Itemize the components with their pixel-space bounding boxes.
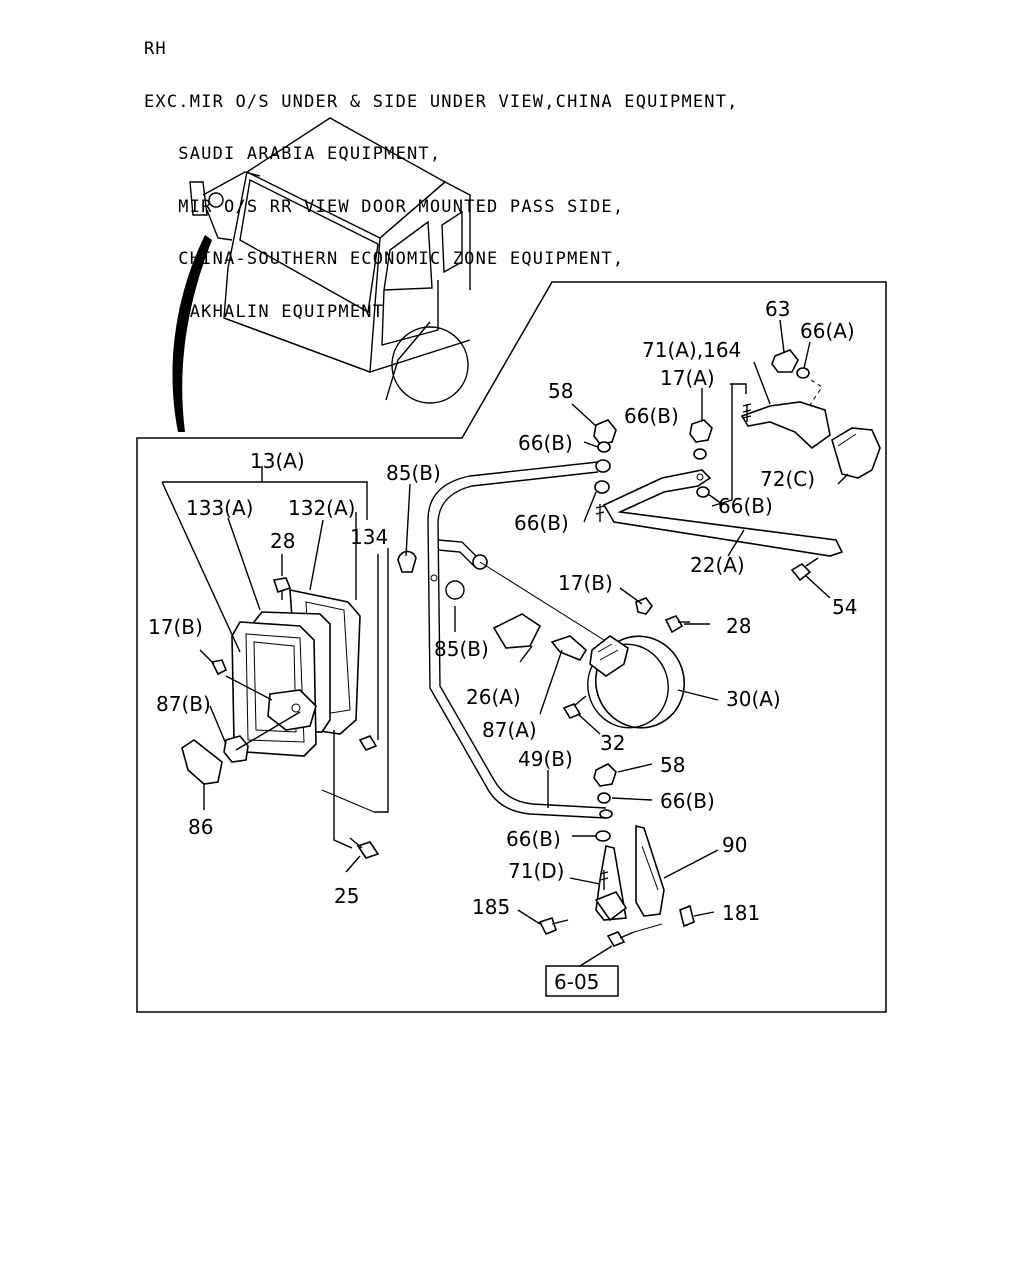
callout-63: 63 [765,297,790,321]
callout-58-top: 58 [548,379,573,403]
callout-30a: 30(A) [726,687,781,711]
callout-66b-lower-left: 66(B) [506,827,561,851]
header-line-exc: EXC.MIR O/S UNDER & SIDE UNDER VIEW,CHIN… [144,91,739,112]
mount-brackets [538,824,695,947]
callout-66b-lower-right: 66(B) [660,789,715,813]
callout-66a: 66(A) [800,319,855,343]
reference-6-05: 6-05 [554,970,599,994]
callout-17b-left: 17(B) [148,615,203,639]
reference-box [545,965,619,997]
callout-181: 181 [722,901,760,925]
callout-87a: 87(A) [482,718,537,742]
mirror-stay [397,461,613,819]
callout-185: 185 [472,895,510,919]
truck-cab-overview [172,117,471,432]
callout-22a: 22(A) [690,553,745,577]
callout-26a: 26(A) [466,685,521,709]
header-line-china-south: CHINA-SOUTHERN ECONOMIC ZONE EQUIPMENT, [144,249,625,269]
callout-28-right: 28 [726,614,751,638]
callout-32: 32 [600,731,625,755]
header-line-rh: RH [144,39,167,59]
callout-132a: 132(A) [288,496,355,520]
round-mirror-assembly [492,597,690,729]
callout-66b-upper-right: 66(B) [624,404,679,428]
lower-nut-washers [593,763,617,842]
rect-mirror-assembly [181,577,380,859]
callout-leaders [161,319,849,967]
callout-72c: 72(C) [760,467,815,491]
callout-66b-upper-left: 66(B) [518,431,573,455]
callout-85b-lower: 85(B) [434,637,489,661]
callout-17a: 17(A) [660,366,715,390]
callout-134: 134 [350,525,388,549]
callout-133a: 133(A) [186,496,253,520]
callout-85b-upper: 85(B) [386,461,441,485]
callout-71a-164: 71(A),164 [642,338,741,362]
callout-28-left: 28 [270,529,295,553]
callout-49b: 49(B) [518,747,573,771]
callout-90: 90 [722,833,747,857]
header-line-sakhalin: SAKHALIN EQUIPMENT [144,301,385,322]
detail-frame [136,281,887,1013]
callout-66b-stay: 66(B) [514,511,569,535]
callout-25: 25 [334,884,359,908]
callout-17b-right: 17(B) [558,571,613,595]
header-notes: RH EXC.MIR O/S UNDER & SIDE UNDER VIEW,C… [144,6,739,339]
callout-54: 54 [832,595,857,619]
header-line-mirror: MIR O/S RR VIEW DOOR MOUNTED PASS SIDE, [144,196,625,217]
callout-71d: 71(D) [508,859,564,883]
callout-66b-bracket: 66(B) [718,494,773,518]
upper-arm-assembly [593,349,881,582]
callout-58-bottom: 58 [660,753,685,777]
header-line-saudi: SAUDI ARABIA EQUIPMENT, [144,144,442,164]
callout-87b: 87(B) [156,692,211,716]
callout-13a: 13(A) [250,449,305,473]
callout-86: 86 [188,815,213,839]
